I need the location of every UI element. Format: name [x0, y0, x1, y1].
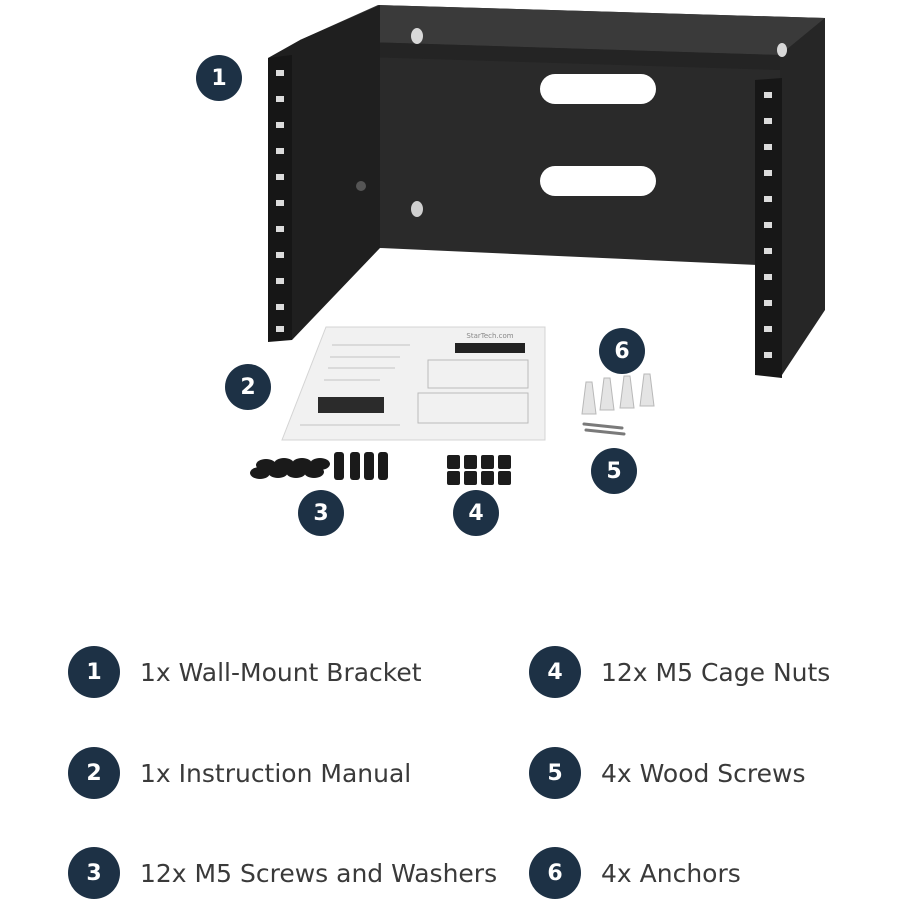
- legend-item-5: 5 4x Wood Screws: [529, 747, 806, 799]
- legend-item-3: 3 12x M5 Screws and Washers: [68, 847, 497, 899]
- legend-label-6: 4x Anchors: [601, 858, 741, 888]
- callout-3-badge: 3: [298, 490, 344, 536]
- manual-brand-text: StarTech.com: [466, 332, 513, 340]
- legend-label-5: 4x Wood Screws: [601, 758, 806, 788]
- anchors-image: [581, 373, 655, 415]
- legend-item-2: 2 1x Instruction Manual: [68, 747, 411, 799]
- legend-item-1: 1 1x Wall-Mount Bracket: [68, 646, 422, 698]
- legend-badge-4: 4: [529, 646, 581, 698]
- legend-label-1: 1x Wall-Mount Bracket: [140, 657, 422, 687]
- legend-badge-1: 1: [68, 646, 120, 698]
- callout-6-badge: 6: [599, 328, 645, 374]
- callout-2-badge: 2: [225, 364, 271, 410]
- instruction-manual-image: StarTech.com: [281, 326, 546, 441]
- legend-item-4: 4 12x M5 Cage Nuts: [529, 646, 830, 698]
- product-scene: StarTech.com: [196, 5, 825, 536]
- wall-mount-bracket-image: [268, 5, 825, 378]
- m5-screws-washers-image: [250, 452, 388, 480]
- wood-screws-image: [582, 422, 626, 436]
- callout-5-badge: 5: [591, 448, 637, 494]
- m5-cage-nuts-image: [447, 455, 511, 485]
- legend-label-2: 1x Instruction Manual: [140, 758, 412, 788]
- package-contents-illustration: StarTech.com: [250, 5, 825, 485]
- callout-1-badge: 1: [196, 55, 242, 101]
- legend-item-6: 6 4x Anchors: [529, 847, 741, 899]
- legend-badge-5: 5: [529, 747, 581, 799]
- legend-label-3: 12x M5 Screws and Washers: [140, 858, 498, 888]
- legend-badge-6: 6: [529, 847, 581, 899]
- legend-badge-3: 3: [68, 847, 120, 899]
- contents-legend: 1 1x Wall-Mount Bracket 2 1x Instruction…: [0, 620, 900, 900]
- callout-4-badge: 4: [453, 490, 499, 536]
- legend-label-4: 12x M5 Cage Nuts: [601, 657, 831, 687]
- legend-badge-2: 2: [68, 747, 120, 799]
